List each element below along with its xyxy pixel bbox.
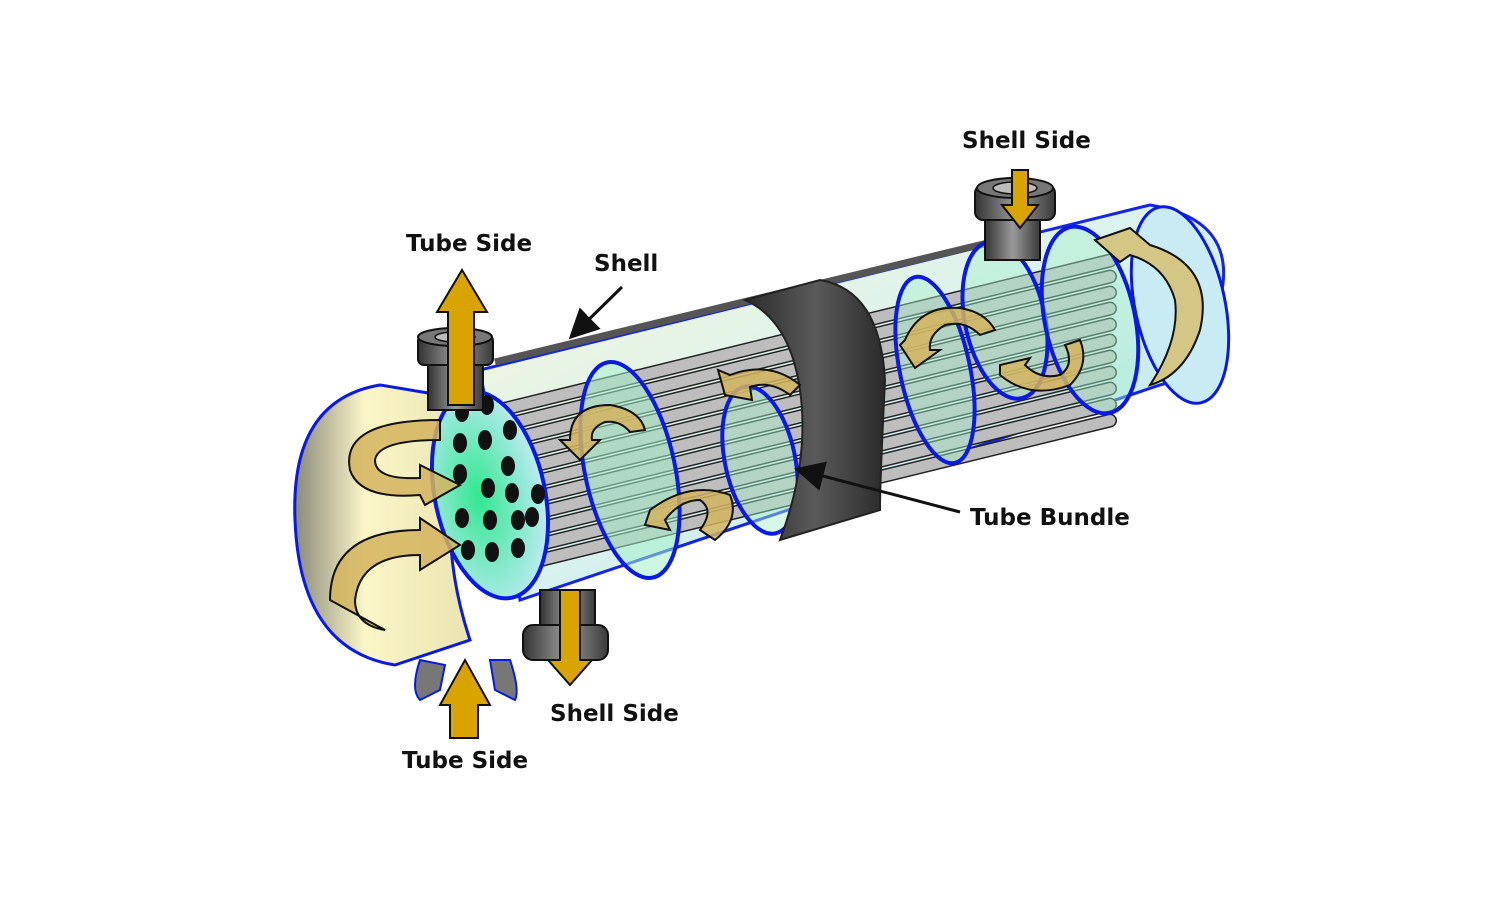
head-flow-arrow [328,516,462,631]
tube-holes [453,395,545,562]
baffle-flow-arrow [643,489,734,542]
tube-hole [505,483,519,503]
baffle-flow-arrow [898,306,997,370]
tubesheet [429,389,551,601]
tube-hole [501,456,515,476]
baffle-flow-arrow [716,368,802,402]
flow-arrows [328,169,1204,739]
tube-hole [503,420,517,440]
tube-hole [511,510,525,530]
label-shell-side-outlet: Shell Side [550,701,679,727]
tube-hole [511,538,525,558]
baffle-flow-arrow [999,338,1085,392]
shell-side-outlet-arrow [545,589,595,687]
tube-hole [483,510,497,530]
inlet-flange-right [488,659,518,702]
tube-side-outlet-arrow [435,268,489,406]
tube-bundle-leader-arrow [794,461,961,514]
tube-hole [453,464,467,484]
tube-hole [485,542,499,562]
shell-side-inlet-arrow [999,169,1041,230]
head-flow-arrow [348,418,463,507]
tube-side-inlet-arrow [438,657,492,739]
label-shell: Shell [594,251,658,277]
support-band [742,278,887,542]
baffle [1039,224,1141,416]
tube-hole [461,540,475,560]
tube-hole [531,484,545,504]
label-shell-side-inlet: Shell Side [962,128,1091,154]
tube-hole [455,508,469,528]
label-tube-side-inlet: Tube Side [402,748,528,774]
tube-hole [481,478,495,498]
shell-leader-arrow [568,285,624,340]
tube-hole [525,507,539,527]
shell-flow-arrow [1093,226,1204,387]
baffle-flow-arrow [557,403,647,462]
label-tube-side-outlet: Tube Side [406,231,532,257]
tube-hole [478,430,492,450]
tube-hole [453,433,467,453]
label-tube-bundle: Tube Bundle [970,505,1130,531]
labels: Tube Side Shell Shell Side Tube Bundle S… [402,128,1130,774]
inlet-flange-left [414,658,447,702]
